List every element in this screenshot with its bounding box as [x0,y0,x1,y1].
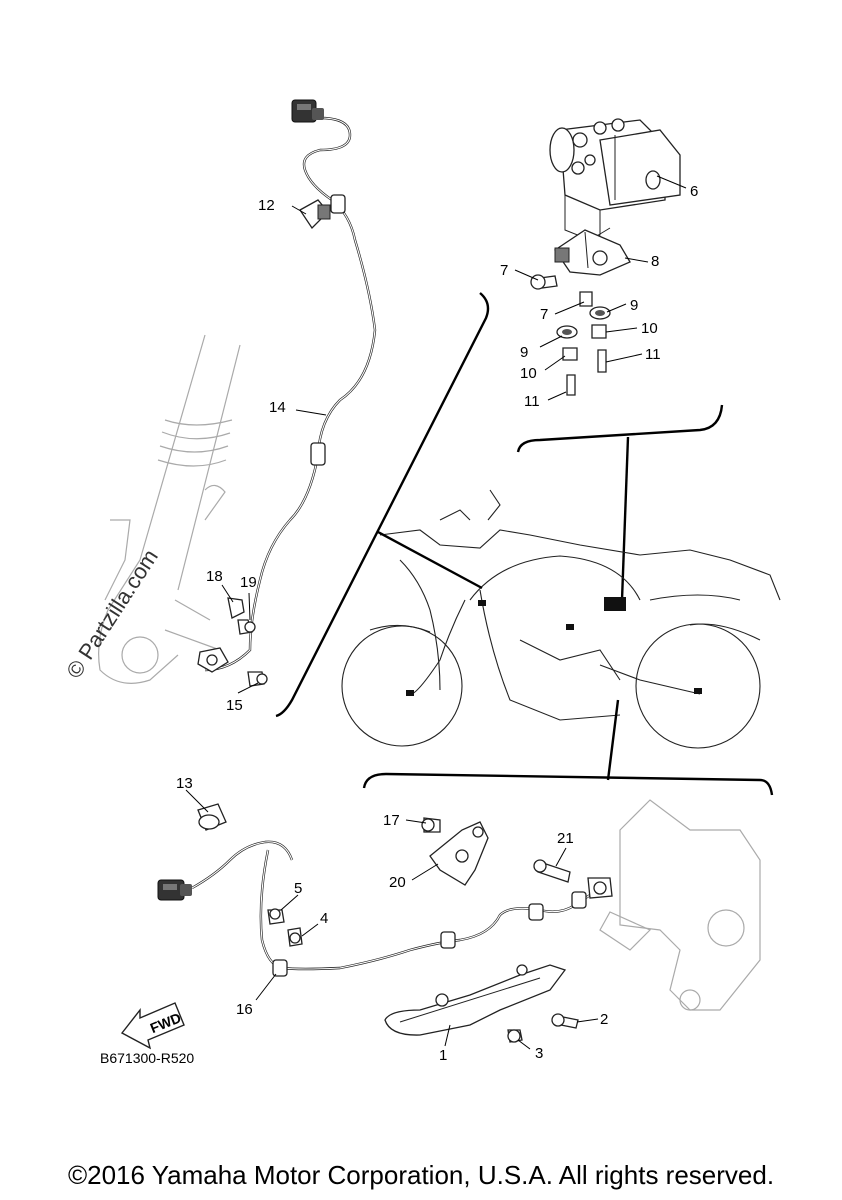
callouts: 12 14 18 19 15 6 7 8 7 9 9 10 10 11 11 1… [176,183,698,1064]
watermark: © Partzilla.com [61,545,163,683]
front-separator [275,292,490,718]
abs-bracket [554,229,631,276]
leader-lines [185,175,687,1050]
callout-12: 12 [258,197,275,214]
callout-21: 21 [557,830,574,847]
guard-fasteners [507,1013,579,1043]
callout-9a: 9 [630,297,638,314]
rear-separator [362,772,774,796]
fwd-arrow-icon: FWD [120,1002,185,1050]
callout-2: 2 [600,1011,608,1028]
abs-location-marker [604,597,626,611]
abs-unit [549,118,681,246]
abs-hardware [530,274,611,396]
callout-18: 18 [206,568,223,585]
diagram-code: B671300-R520 [100,1050,194,1066]
front-sensor-wire [204,116,377,672]
rear-wire-clamps [267,908,303,947]
callout-1: 1 [439,1047,447,1064]
callout-19: 19 [240,574,257,591]
callout-11b: 11 [524,393,540,410]
front-fork-ghost [98,334,241,684]
part-1-guard [384,964,567,1036]
copyright-notice: ©2016 Yamaha Motor Corporation, U.S.A. A… [67,1160,775,1190]
abs-pointer [620,436,630,601]
front-connector [291,99,324,123]
callout-7a: 7 [500,262,508,279]
callout-17: 17 [383,812,400,829]
front-pointer [377,530,483,590]
callout-5: 5 [294,880,302,897]
motorcycle-outline [341,489,781,749]
callout-9b: 9 [520,344,528,361]
callout-14: 14 [269,399,286,416]
callout-7b: 7 [540,306,548,323]
part-20-bracket [421,817,489,886]
callout-16: 16 [236,1001,253,1018]
part-13-grommet [197,803,227,831]
callout-8: 8 [651,253,659,270]
callout-10a: 10 [641,320,658,337]
rear-connector [157,879,192,901]
callout-20: 20 [389,874,406,891]
front-sensor-parts [197,597,268,687]
callout-4: 4 [320,910,328,927]
rear-sensor-wire [191,840,599,977]
callout-15: 15 [226,697,243,714]
callout-11a: 11 [645,346,661,363]
part-12-clamp [299,199,331,230]
callout-3: 3 [535,1045,543,1062]
callout-10b: 10 [520,365,537,382]
callout-6: 6 [690,183,698,200]
abs-separator [516,404,724,453]
rear-pointer [606,699,620,781]
rear-swingarm-ghost [599,799,761,1011]
rear-sensor-parts [533,859,613,899]
callout-13: 13 [176,775,193,792]
